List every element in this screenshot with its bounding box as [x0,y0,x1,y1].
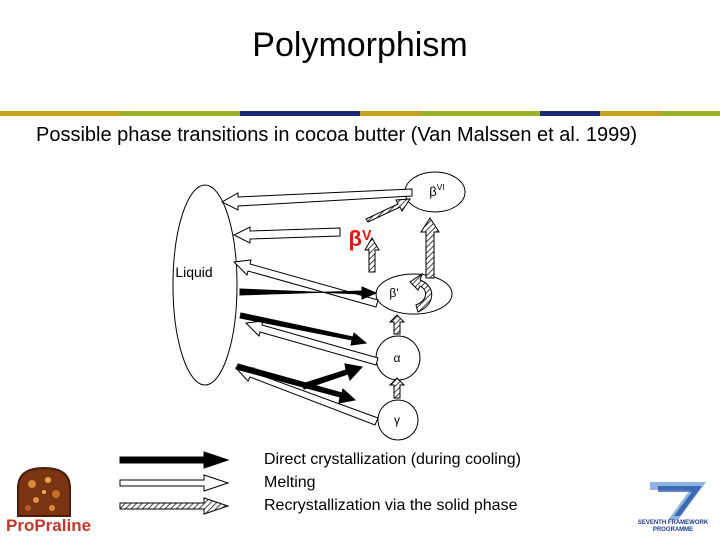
fp7-seven-icon [628,476,718,520]
liquid-phase-ellipse [173,185,237,385]
legend: Direct crystallization (during cooling) … [264,448,521,517]
propraline-logo: ProPraline [6,466,130,536]
legend-recrystallization-arrow [120,498,228,514]
propraline-emblem-icon [6,466,130,518]
recrystallization-arrow-beta-v-to-beta-vi [366,199,410,222]
gamma-label: γ [394,413,400,427]
fp7-logo: SEVENTH FRAMEWORK PROGRAMME [628,476,718,538]
alpha-label: α [394,351,401,365]
liquid-label: Liquid [175,264,212,280]
legend-direct-label: Direct crystallization (during cooling) [264,448,521,471]
legend-melting-arrow [120,475,228,491]
recrystallization-arrow-gamma-to-alpha [390,378,404,398]
melting-arrow-gamma [236,368,378,425]
beta-prime-label: β' [389,286,398,300]
crystallization-arrow-gamma-to-alpha [302,364,362,389]
legend-recrystallization-label: Recrystallization via the solid phase [264,494,521,517]
recrystallization-arrow-alpha-to-beta-prime [390,315,404,334]
melting-arrow-beta-vi [222,189,412,210]
fp7-caption: SEVENTH FRAMEWORK PROGRAMME [628,520,718,534]
crystallization-arrow-to-gamma [236,364,355,403]
melting-arrow-beta-prime [234,260,378,307]
legend-direct-arrow [120,452,228,468]
propraline-wordmark: ProPraline [6,516,91,536]
melting-arrow-beta-v [234,227,340,243]
legend-melting-label: Melting [264,471,521,494]
recrystallization-arrow-to-beta-vi [421,218,439,278]
